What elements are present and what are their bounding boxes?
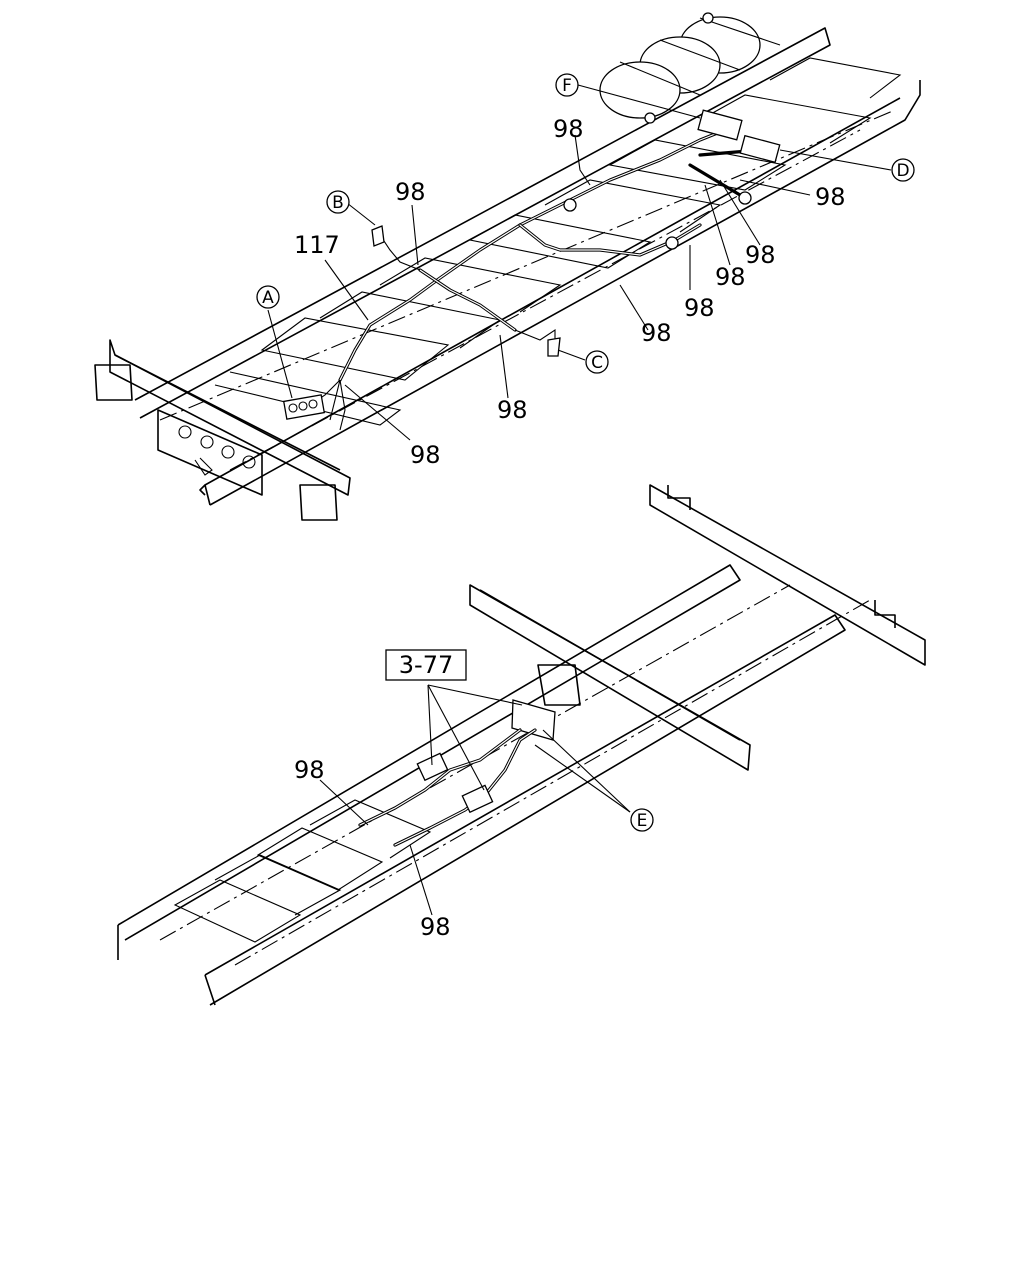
label-98-mid: 98 xyxy=(497,396,528,424)
label-3-77: 3-77 xyxy=(399,651,453,679)
callout-a-label: A xyxy=(262,288,274,308)
label-98-d4: 98 xyxy=(684,294,715,322)
callout-b: B xyxy=(326,190,350,214)
callout-b-label: B xyxy=(332,193,344,213)
label-98-d1: 98 xyxy=(815,183,846,211)
air-tanks xyxy=(599,12,781,124)
callout-d: D xyxy=(891,158,915,182)
label-98-d3: 98 xyxy=(715,263,746,291)
upper-wiring-harness xyxy=(282,109,781,431)
label-98-lower-bottom: 98 xyxy=(420,913,451,941)
callout-f-label: F xyxy=(562,76,572,96)
callout-d-label: D xyxy=(896,161,909,181)
label-98-a: 98 xyxy=(410,441,441,469)
label-98-c: 98 xyxy=(641,319,672,347)
label-98-lower-left: 98 xyxy=(294,756,325,784)
callout-f: F xyxy=(555,73,579,97)
leader-lines xyxy=(267,84,892,916)
label-98-d2: 98 xyxy=(745,241,776,269)
label-117: 117 xyxy=(294,231,340,259)
callout-e-label: E xyxy=(637,811,648,831)
label-3-77-box xyxy=(385,649,467,681)
lower-chassis-frame xyxy=(117,484,926,1006)
callout-c: C xyxy=(585,350,609,374)
callout-e: E xyxy=(630,808,654,832)
label-98-f: 98 xyxy=(553,115,584,143)
label-98-b: 98 xyxy=(395,178,426,206)
callout-a: A xyxy=(256,285,280,309)
lower-wiring-harness xyxy=(358,728,537,847)
part-number-labels: 117 98 98 98 98 98 98 98 98 98 98 98 3-7… xyxy=(294,115,846,941)
upper-chassis-frame xyxy=(94,27,921,521)
callout-c-label: C xyxy=(591,353,603,373)
